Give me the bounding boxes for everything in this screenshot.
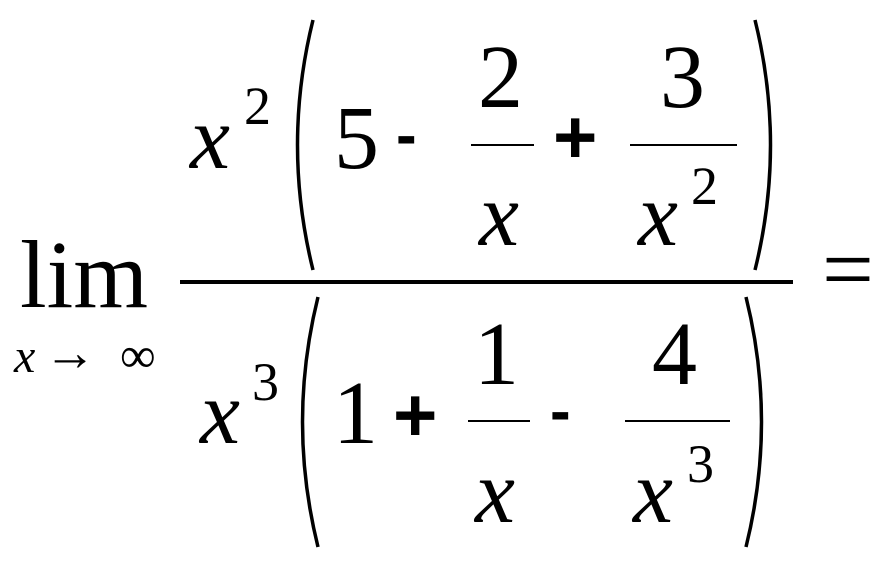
numerator-plus: + (553, 95, 597, 180)
numerator-constant: 5 (334, 89, 379, 188)
denominator-plus: + (393, 373, 437, 458)
denominator-exponent: 3 (252, 352, 279, 412)
denominator-minus: - (550, 377, 571, 446)
denominator-frac1-top: 1 (474, 305, 519, 404)
denominator-right-paren (744, 296, 764, 548)
numerator-exponent: 2 (244, 76, 271, 136)
numerator-frac1-top: 2 (478, 28, 523, 127)
limit-arrow: → (44, 325, 96, 382)
denominator-frac2-bottom-base: x (631, 443, 673, 542)
numerator-base: x (188, 89, 230, 188)
numerator-left-paren (295, 19, 315, 271)
denominator-frac2-bottom-exponent: 3 (687, 434, 714, 494)
limit-variable: x (13, 330, 35, 383)
denominator-constant: 1 (333, 364, 378, 463)
denominator-frac2-top: 4 (652, 305, 697, 404)
infinity-symbol: ∞ (120, 327, 156, 383)
denominator-left-paren (300, 296, 320, 548)
numerator-frac2-bottom-exponent: 2 (691, 156, 718, 216)
numerator-frac2-bottom-base: x (636, 166, 678, 265)
denominator-base: x (198, 364, 240, 463)
numerator-frac1-bottom: x (477, 166, 519, 265)
numerator-minus: - (396, 101, 417, 170)
equals-sign: = (822, 218, 874, 320)
lim-operator: lim (20, 221, 148, 328)
numerator-frac2-top: 3 (660, 28, 705, 127)
numerator-right-paren (753, 19, 773, 271)
denominator-frac1-bottom: x (473, 443, 515, 542)
